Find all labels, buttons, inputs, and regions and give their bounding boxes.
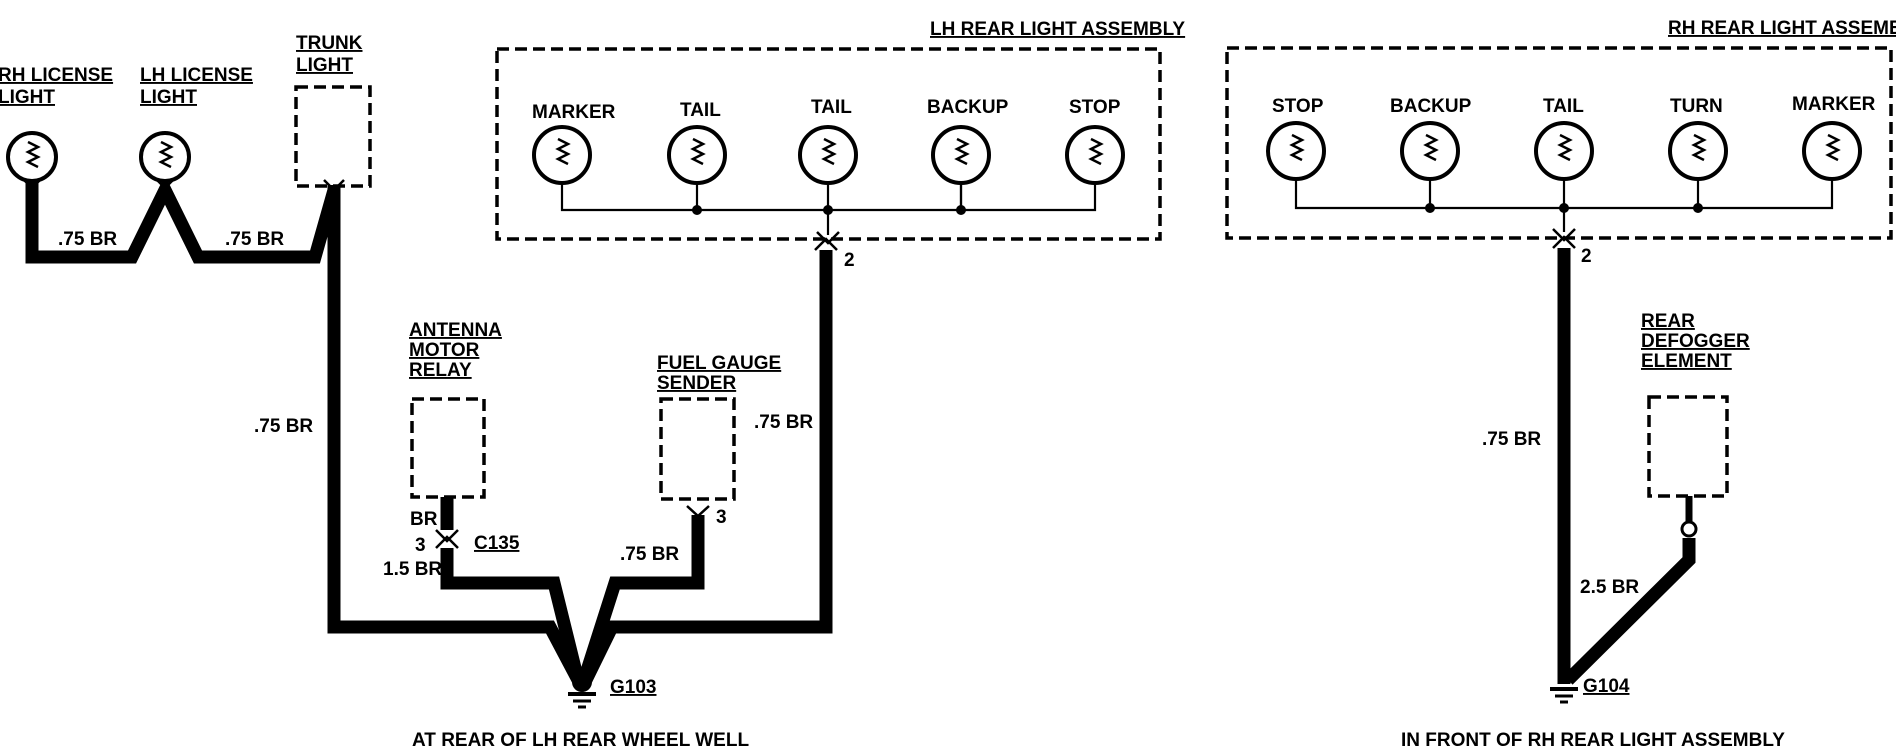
wire-label-5: .75 BR <box>754 412 813 433</box>
trunk-light-connector <box>323 179 345 192</box>
lh-bus-stop <box>961 182 1097 212</box>
lh-bulb-backup <box>931 125 991 185</box>
lh-assembly-connector <box>814 231 840 251</box>
lh-connector-pin: 2 <box>844 250 855 271</box>
rh-splice-2 <box>1559 203 1569 213</box>
rh-bulb-tail <box>1534 121 1594 181</box>
antenna-relay-label-3: RELAY <box>409 360 472 381</box>
fuel-gauge-sender <box>659 397 736 501</box>
c135-pin-label: 3 <box>415 535 426 556</box>
wire-lh-assembly-to-g103 <box>580 250 833 683</box>
relay-wire-label-br: BR <box>410 509 438 530</box>
rh-splice-1 <box>1425 203 1435 213</box>
fuel-sender-label-1: FUEL GAUGE <box>657 353 781 374</box>
rh-assembly-connector <box>1552 228 1576 249</box>
rh-splice-3 <box>1693 203 1703 213</box>
wire-fuel-to-g103 <box>577 515 705 682</box>
lh-bulb-tail-2 <box>798 125 858 185</box>
g103-location: AT REAR OF LH REAR WHEEL WELL <box>412 730 749 751</box>
fuel-sender-connector <box>686 505 710 518</box>
c135-label: C135 <box>474 533 520 554</box>
defogger-label-3: ELEMENT <box>1641 351 1732 372</box>
rh-bulb-turn <box>1668 121 1728 181</box>
rh-connector-pin: 2 <box>1581 246 1592 267</box>
defogger-label-1: REAR <box>1641 311 1695 332</box>
wire-defogger-to-g104 <box>1563 538 1696 685</box>
lh-license-light-label-1: LH LICENSE <box>140 65 253 86</box>
lh-license-light-label-2: LIGHT <box>140 87 197 108</box>
lh-bulb-label-backup: BACKUP <box>927 97 1009 118</box>
lh-bulb-tail-1 <box>667 125 727 185</box>
lh-bulb-stop <box>1065 125 1125 185</box>
rh-bulb-label-tail: TAIL <box>1543 96 1584 117</box>
antenna-relay-label-2: MOTOR <box>409 340 480 361</box>
rh-bulb-label-marker: MARKER <box>1792 94 1876 115</box>
trunk-light-label-1: TRUNK <box>296 33 363 54</box>
lh-bulb-marker <box>532 125 592 185</box>
lh-splice-1 <box>692 205 702 215</box>
wire-label-6: .75 BR <box>1482 429 1541 450</box>
lh-bulb-label-tail-1: TAIL <box>680 100 721 121</box>
rh-bulb-backup <box>1400 121 1460 181</box>
lh-assembly-title: LH REAR LIGHT ASSEMBLY <box>930 19 1185 40</box>
rear-defogger-element <box>1647 395 1729 498</box>
rh-bulb-label-stop: STOP <box>1272 96 1324 117</box>
lh-assembly-bus <box>560 182 963 212</box>
trunk-light-label-2: LIGHT <box>296 55 353 76</box>
trunk-light <box>294 85 372 188</box>
defogger-eyelet <box>1680 520 1698 538</box>
rh-bulb-marker <box>1802 121 1862 181</box>
lh-license-light <box>139 131 191 190</box>
wire-rh-lh-license <box>25 175 341 264</box>
rh-bulb-label-backup: BACKUP <box>1390 96 1472 117</box>
fuel-pin-label: 3 <box>716 507 727 528</box>
g103-label: G103 <box>610 677 656 698</box>
relay-wire-label-15br: 1.5 BR <box>383 559 442 580</box>
g104-label: G104 <box>1583 676 1630 697</box>
rh-license-light-label-2: LIGHT <box>0 87 55 108</box>
wire-trunk-to-g103 <box>327 185 584 684</box>
wire-label-7: 2.5 BR <box>1580 577 1639 598</box>
rh-license-light <box>6 131 58 190</box>
lh-bulb-label-marker: MARKER <box>532 102 616 123</box>
rh-bulb-label-turn: TURN <box>1670 96 1723 117</box>
rh-rear-light-assembly <box>1225 46 1893 240</box>
rh-license-light-label-1: RH LICENSE <box>0 65 113 86</box>
wire-label-2: .75 BR <box>225 229 284 250</box>
wire-label-3: .75 BR <box>254 416 313 437</box>
g104-location: IN FRONT OF RH REAR LIGHT ASSEMBLY <box>1401 730 1785 751</box>
wire-relay-to-g103 <box>440 548 585 682</box>
lh-splice-2 <box>823 205 833 215</box>
antenna-relay-label-1: ANTENNA <box>409 320 502 341</box>
g103-ground-icon <box>568 672 596 709</box>
rh-assembly-title: RH REAR LIGHT ASSEMBLY <box>1668 18 1896 39</box>
rh-bulb-stop <box>1266 121 1326 181</box>
g104-ground-icon <box>1550 687 1578 704</box>
c135-connector <box>435 529 459 549</box>
lh-bulb-label-tail-2: TAIL <box>811 97 852 118</box>
defogger-label-2: DEFOGGER <box>1641 331 1750 352</box>
lh-bulb-label-stop: STOP <box>1069 97 1121 118</box>
wire-label-4: .75 BR <box>620 544 679 565</box>
fuel-sender-label-2: SENDER <box>657 373 736 394</box>
antenna-motor-relay <box>410 397 486 499</box>
wire-label-1: .75 BR <box>58 229 117 250</box>
lh-rear-light-assembly <box>495 47 1162 241</box>
